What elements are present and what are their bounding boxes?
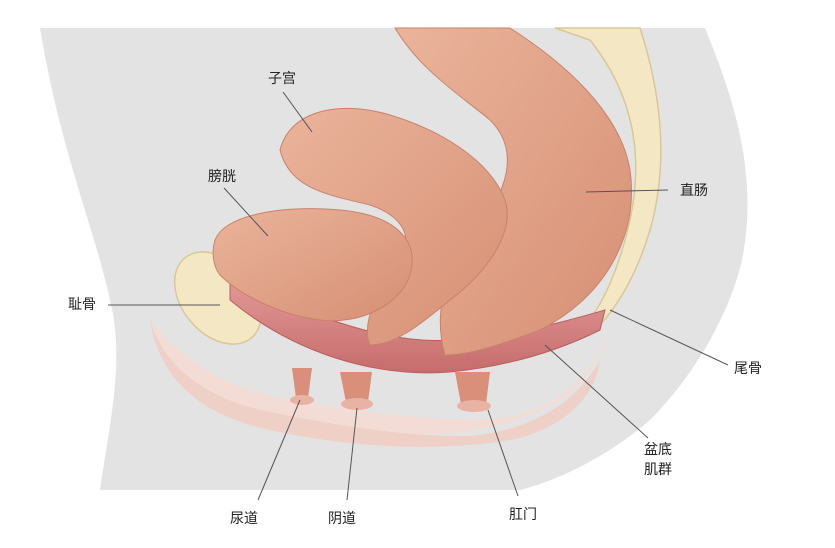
coccyx-leader: [609, 309, 729, 366]
bladder-organ: [212, 208, 413, 322]
label-bladder: 膀胱: [208, 169, 236, 185]
anus-leader: [487, 409, 519, 497]
label-pelvic-floor: 盆底 肌群: [644, 440, 684, 480]
vagina-leader: [346, 407, 358, 501]
label-uterus: 子宫: [268, 71, 296, 87]
perineum-lower: [150, 320, 600, 447]
vagina-opening: [341, 398, 373, 410]
vagina-tube: [340, 372, 372, 402]
rectum-leader: [585, 189, 669, 193]
pelvic-floor-leader: [544, 344, 649, 439]
urethra-leader: [257, 399, 301, 501]
label-vagina: 阴道: [328, 511, 356, 527]
uterus-organ: [279, 107, 508, 346]
urethra-tube: [292, 368, 312, 398]
urethra-opening: [290, 395, 314, 405]
label-pelvic-floor-line1: 盆底: [644, 442, 672, 458]
label-urethra: 尿道: [230, 511, 258, 527]
bladder-leader: [223, 187, 269, 237]
label-rectum: 直肠: [680, 183, 708, 199]
label-anus: 肛门: [509, 507, 537, 523]
perineum: [150, 320, 610, 435]
uterus-leader: [282, 91, 313, 133]
label-pelvic-floor-line2: 肌群: [644, 462, 672, 478]
anus-opening: [457, 400, 491, 412]
label-pubic-bone: 耻骨: [68, 297, 96, 313]
label-coccyx: 尾骨: [734, 361, 762, 377]
anus-tube: [455, 372, 490, 404]
